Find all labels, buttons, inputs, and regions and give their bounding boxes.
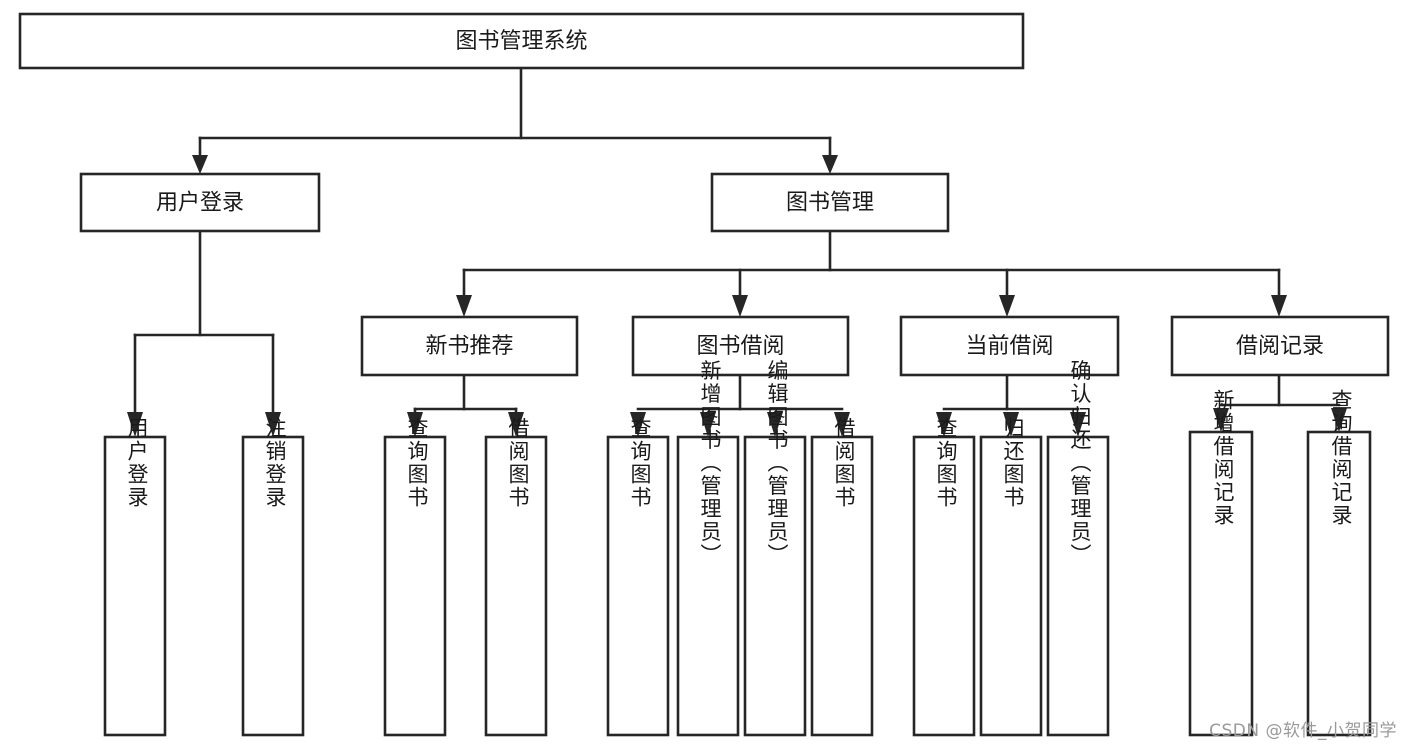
node-label-new-book-rec: 新书推荐: [425, 334, 513, 359]
node-leaf-11[interactable]: 确认归还（管理员）: [1046, 360, 1110, 737]
node-leaf-8[interactable]: 借阅图书: [810, 417, 874, 737]
arrow-head-book-manage: [822, 155, 838, 174]
node-leaf-7[interactable]: 编辑图书（管理员）: [743, 360, 807, 737]
node-box-leaf-2[interactable]: [241, 435, 305, 737]
node-leaf-5[interactable]: 查询图书: [606, 417, 670, 737]
arrow-head-leaf-13: [1331, 408, 1347, 432]
node-book-manage[interactable]: 图书管理: [710, 172, 950, 233]
node-label-leaf-4: 借阅图书: [506, 417, 530, 509]
node-box-leaf-5[interactable]: [606, 435, 670, 737]
node-label-leaf-7: 编辑图书（管理员）: [765, 360, 789, 567]
node-label-leaf-9: 查询图书: [934, 417, 958, 509]
node-label-current-borrow: 当前借阅: [965, 334, 1053, 359]
node-leaf-4[interactable]: 借阅图书: [484, 417, 548, 737]
node-layer: 图书管理系统用户登录图书管理新书推荐图书借阅当前借阅借阅记录用户登录注销登录查询…: [18, 12, 1390, 737]
node-box-leaf-10[interactable]: [979, 435, 1043, 737]
node-new-book-rec[interactable]: 新书推荐: [360, 315, 579, 377]
arrow-head-leaf-11: [1070, 412, 1086, 437]
arrow-head-leaf-4: [508, 412, 524, 437]
node-label-leaf-13: 查询借阅记录: [1329, 389, 1353, 527]
node-box-leaf-8[interactable]: [810, 435, 874, 737]
node-box-leaf-9[interactable]: [912, 435, 976, 737]
node-label-leaf-12: 新增借阅记录: [1211, 389, 1235, 527]
node-label-leaf-1: 用户登录: [125, 417, 149, 509]
arrow-head-leaf-2: [265, 412, 281, 437]
arrow-head-leaf-10: [1003, 412, 1019, 437]
node-leaf-1[interactable]: 用户登录: [103, 417, 167, 737]
arrow-head-user-login: [192, 155, 208, 174]
node-leaf-12[interactable]: 新增借阅记录: [1188, 389, 1254, 737]
node-borrow-record[interactable]: 借阅记录: [1170, 315, 1390, 377]
node-label-leaf-10: 归还图书: [1001, 417, 1025, 509]
node-leaf-13[interactable]: 查询借阅记录: [1306, 389, 1372, 737]
node-leaf-10[interactable]: 归还图书: [979, 417, 1043, 737]
node-label-leaf-5: 查询图书: [628, 417, 652, 509]
node-box-user-login[interactable]: [79, 172, 321, 233]
node-leaf-2[interactable]: 注销登录: [241, 417, 305, 737]
node-book-borrow[interactable]: 图书借阅: [631, 315, 850, 377]
node-leaf-9[interactable]: 查询图书: [912, 417, 976, 737]
node-label-leaf-3: 查询图书: [405, 417, 429, 509]
node-box-new-book-rec[interactable]: [360, 315, 579, 377]
arrow-head-leaf-9: [936, 412, 952, 437]
arrow-head-leaf-7: [767, 412, 783, 437]
node-leaf-3[interactable]: 查询图书: [383, 417, 447, 737]
node-box-book-manage[interactable]: [710, 172, 950, 233]
node-box-leaf-12[interactable]: [1188, 430, 1254, 737]
node-label-leaf-8: 借阅图书: [832, 417, 856, 509]
node-label-borrow-record: 借阅记录: [1236, 334, 1324, 359]
arrow-head-current-borrow: [999, 295, 1015, 317]
arrow-head-leaf-5: [630, 412, 646, 437]
node-user-login[interactable]: 用户登录: [79, 172, 321, 233]
arrow-head-leaf-6: [700, 412, 716, 437]
node-box-book-borrow[interactable]: [631, 315, 850, 377]
node-root[interactable]: 图书管理系统: [18, 12, 1025, 70]
node-label-root: 图书管理系统: [455, 29, 587, 54]
node-box-leaf-3[interactable]: [383, 435, 447, 737]
node-box-leaf-6[interactable]: [676, 435, 740, 737]
node-box-current-borrow[interactable]: [899, 315, 1120, 377]
arrow-head-new-book-rec: [456, 295, 472, 317]
arrow-head-leaf-3: [407, 412, 423, 437]
node-box-root[interactable]: [18, 12, 1025, 70]
node-box-leaf-13[interactable]: [1306, 430, 1372, 737]
node-box-borrow-record[interactable]: [1170, 315, 1390, 377]
arrow-head-book-borrow: [732, 295, 748, 317]
arrow-head-leaf-8: [834, 412, 850, 437]
node-box-leaf-7[interactable]: [743, 435, 807, 737]
arrow-head-borrow-record: [1271, 295, 1287, 317]
node-label-leaf-11: 确认归还（管理员）: [1068, 360, 1092, 567]
node-current-borrow[interactable]: 当前借阅: [899, 315, 1120, 377]
node-box-leaf-4[interactable]: [484, 435, 548, 737]
node-box-leaf-1[interactable]: [103, 435, 167, 737]
node-label-leaf-6: 新增图书（管理员）: [698, 360, 722, 567]
arrow-head-leaf-1: [127, 412, 143, 437]
node-label-user-login: 用户登录: [156, 191, 244, 216]
node-box-leaf-11[interactable]: [1046, 435, 1110, 737]
node-label-book-manage: 图书管理: [786, 191, 874, 216]
arrow-head-leaf-12: [1213, 408, 1229, 432]
connector-layer: [127, 66, 1347, 437]
node-label-book-borrow: 图书借阅: [696, 334, 784, 359]
node-label-leaf-2: 注销登录: [263, 417, 287, 509]
node-leaf-6[interactable]: 新增图书（管理员）: [676, 360, 740, 737]
